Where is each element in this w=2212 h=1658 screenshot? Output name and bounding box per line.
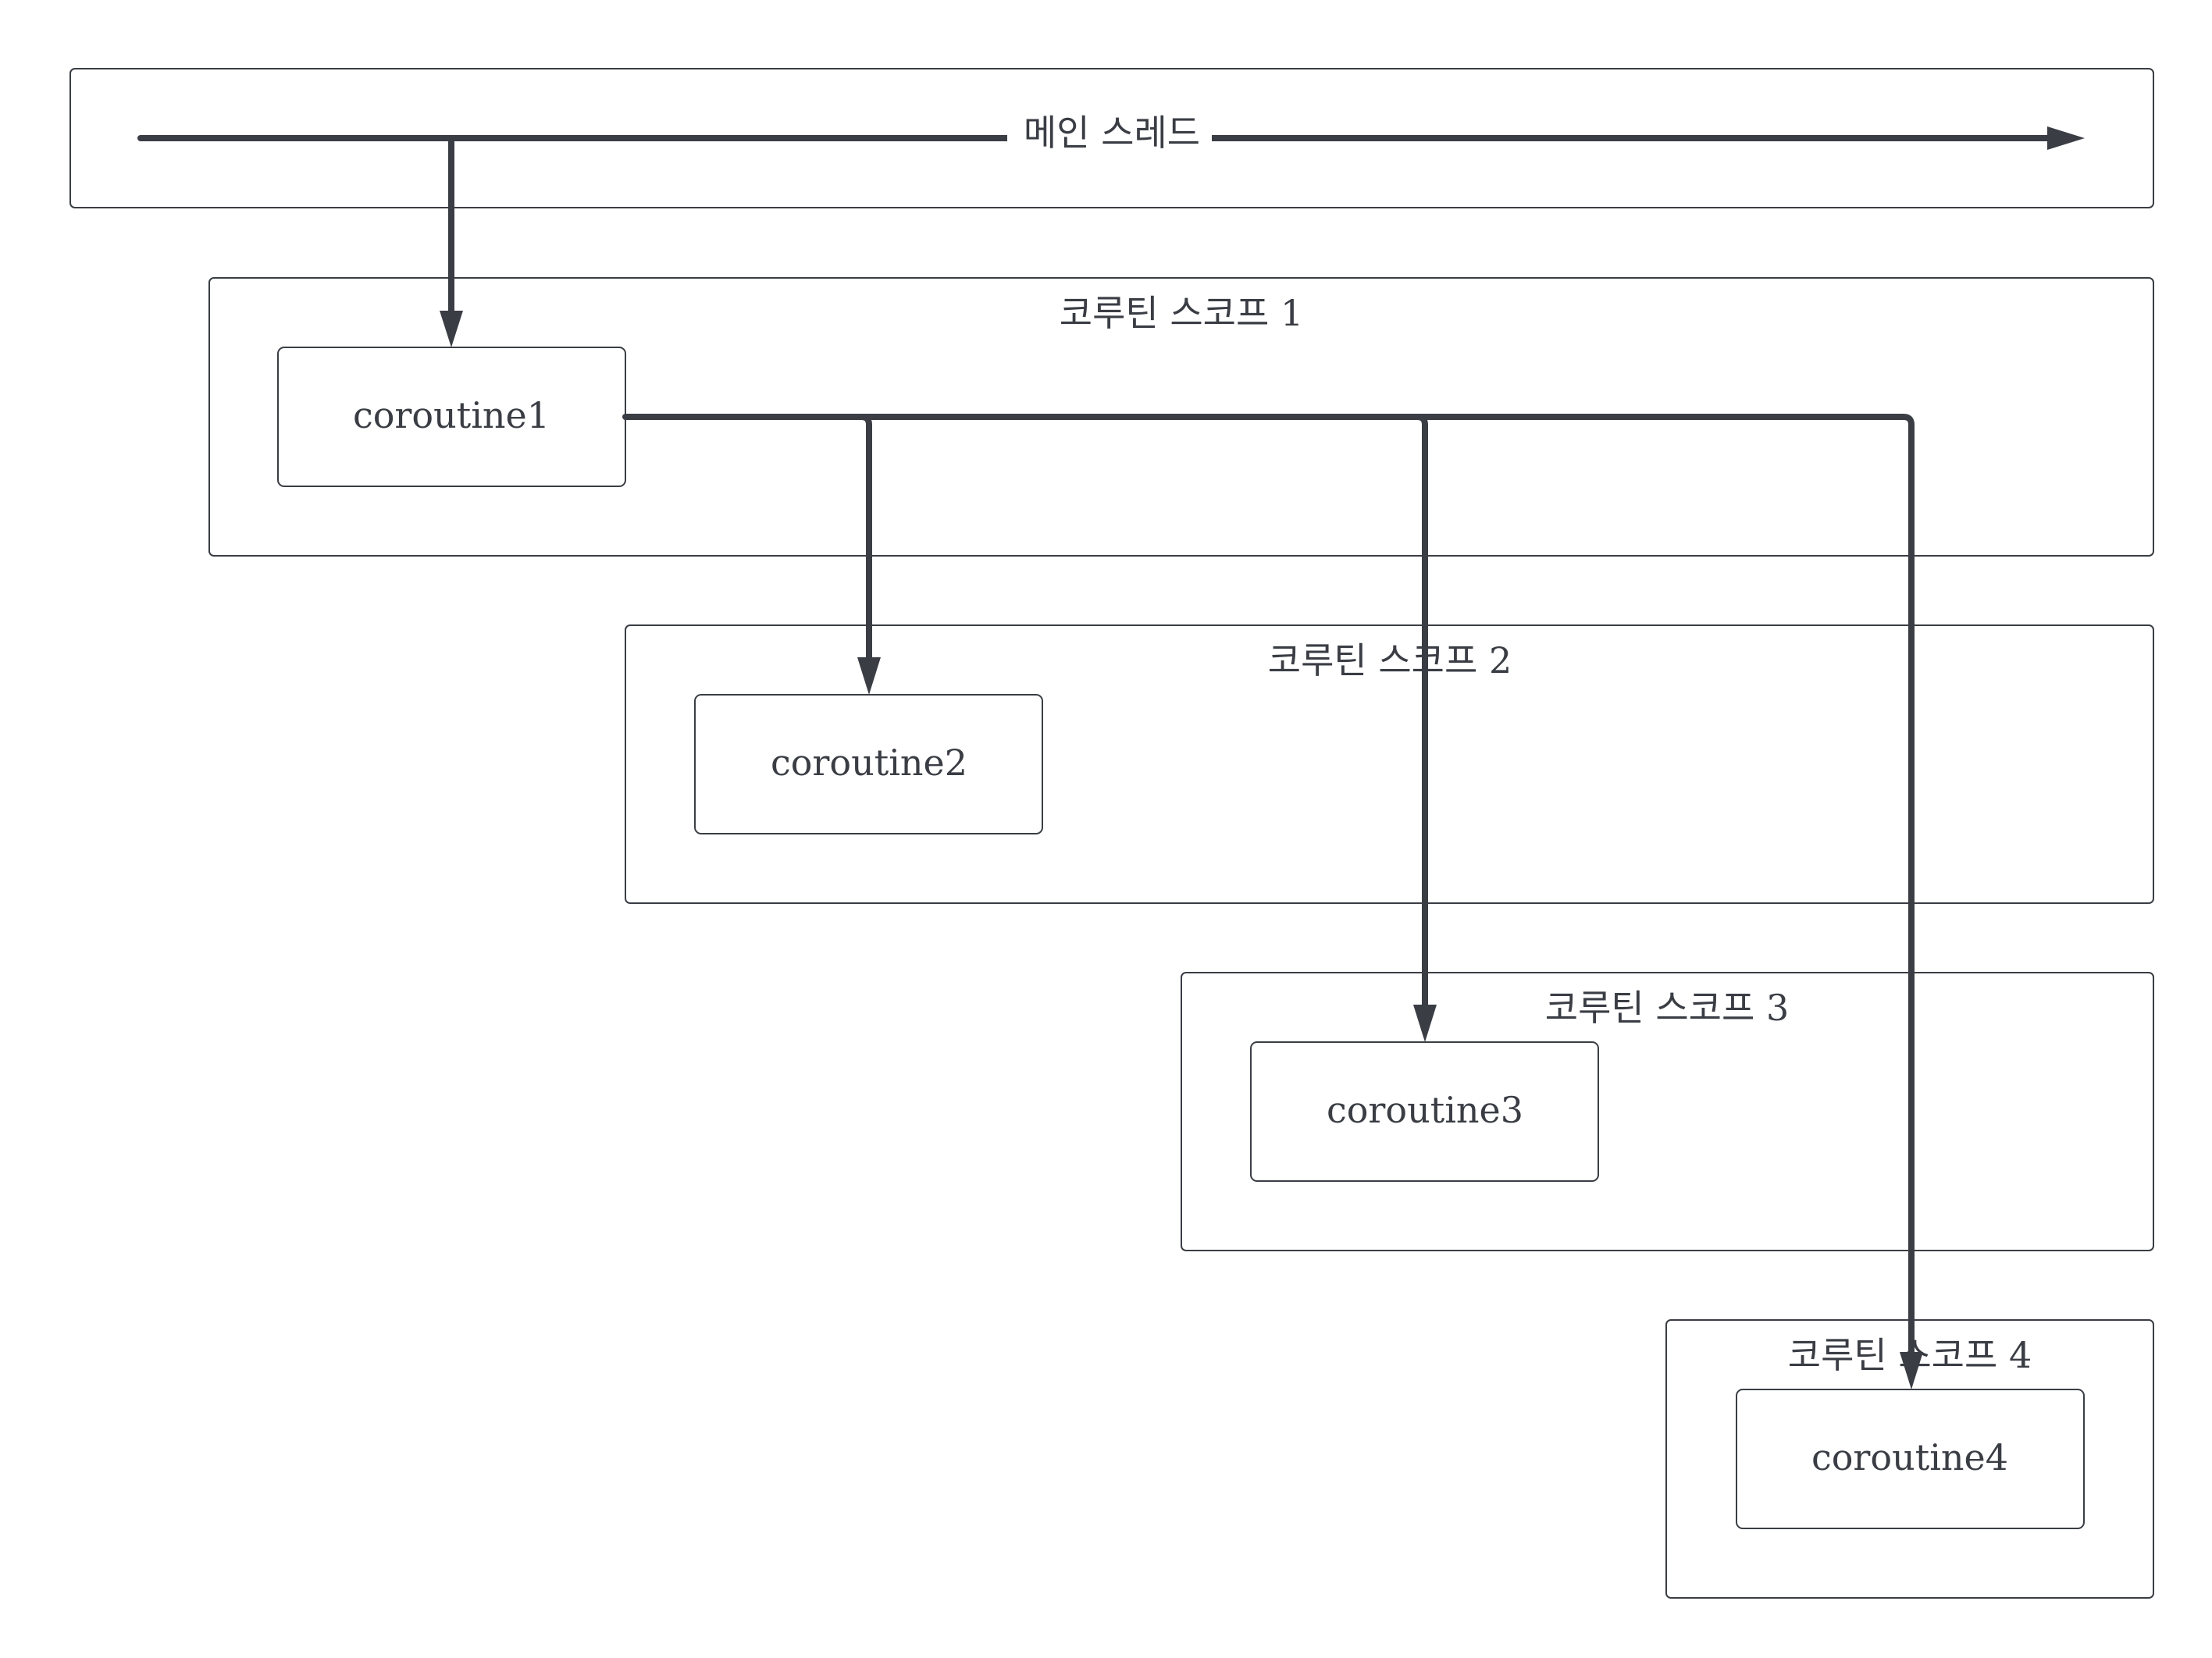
coroutine-2-label: coroutine2: [771, 742, 967, 784]
main-thread-arrowhead: [2047, 126, 2085, 150]
main-thread-label-background: [1007, 111, 1212, 165]
coroutine-4-node[interactable]: [1736, 1389, 2085, 1529]
launch-arrow-coroutine-4-head: [1900, 1352, 1923, 1389]
coroutine-3-label: coroutine3: [1327, 1089, 1523, 1131]
coroutine-scope-4-label: 코루틴 스코프 4: [1788, 1334, 2032, 1376]
launch-arrow-coroutine-3-line: [1414, 414, 1428, 1011]
launch-arrow-coroutine-3-head: [1413, 1005, 1437, 1042]
coroutine-4-label: coroutine4: [1811, 1436, 2008, 1478]
coroutine-3-node[interactable]: [1250, 1041, 1599, 1182]
launch-arrow-coroutine-1-head: [440, 311, 463, 347]
coroutine-scope-2-label: 코루틴 스코프 2: [1268, 639, 1512, 681]
coroutine-1-label: coroutine1: [353, 394, 550, 436]
coroutine-2-node[interactable]: [694, 694, 1043, 834]
launch-arrow-coroutine-2-head: [857, 657, 881, 695]
coroutine-scope-1-label: 코루틴 스코프 1: [1060, 292, 1303, 334]
coroutine-scope-3-label: 코루틴 스코프 3: [1545, 987, 1789, 1029]
main-thread-label: 메인 스레드: [1024, 112, 1200, 154]
launch-arrow-coroutine-2-line: [858, 414, 872, 664]
